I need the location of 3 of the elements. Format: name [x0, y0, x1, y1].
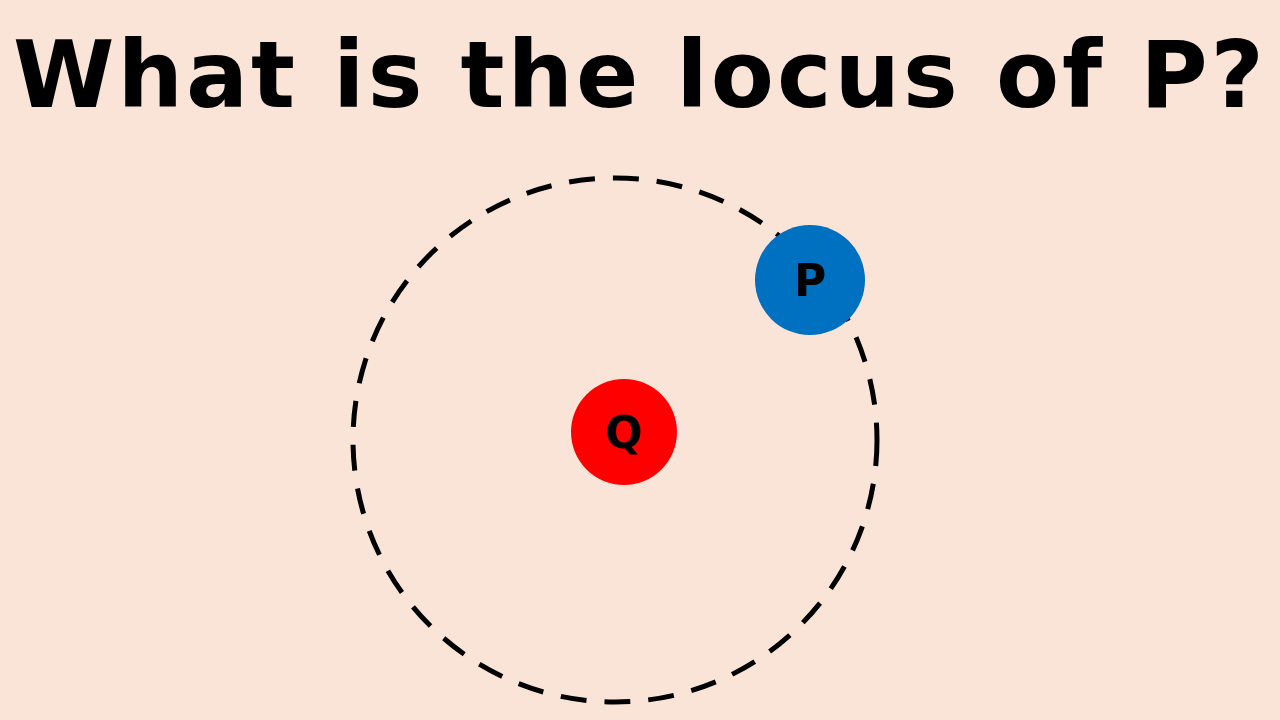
point-label: Q — [605, 406, 643, 458]
point-label: P — [793, 254, 827, 306]
title: What is the locus of P? — [13, 22, 1267, 129]
